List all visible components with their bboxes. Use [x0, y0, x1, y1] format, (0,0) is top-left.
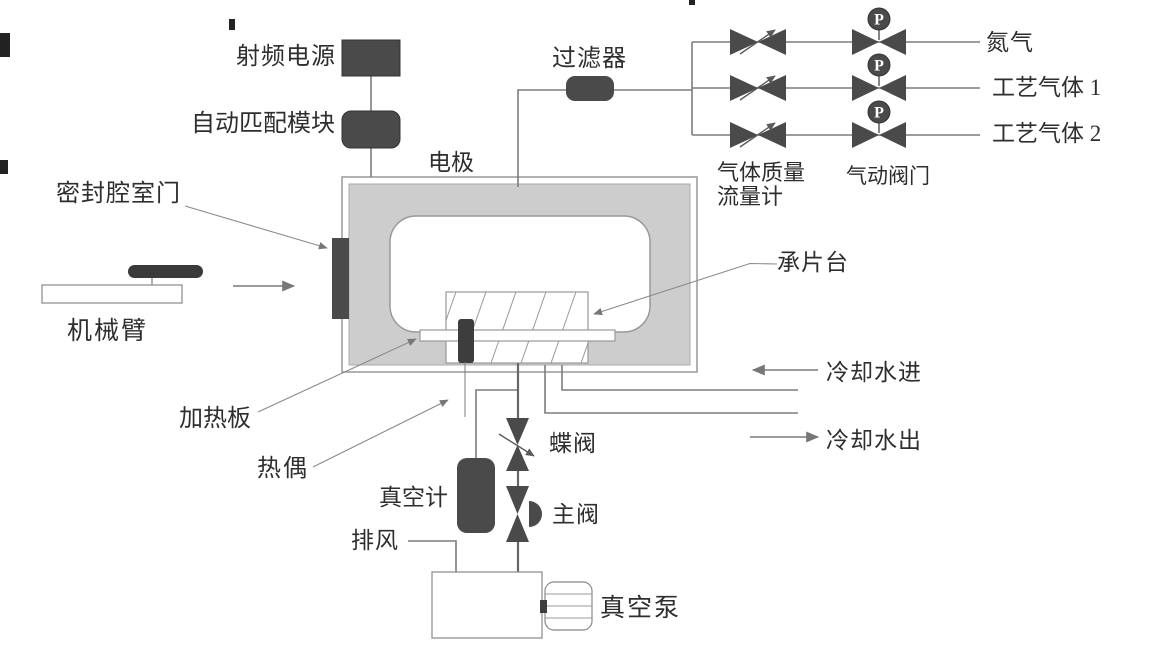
label-robot-arm: 机械臂 — [67, 318, 149, 345]
label-thermocouple: 热偶 — [257, 456, 309, 482]
actuator-letter-2: P — [874, 58, 884, 75]
gas-feed-line — [517, 89, 692, 187]
label-heating-plate: 加热板 — [179, 406, 251, 432]
actuator-circle-1 — [867, 7, 891, 31]
pneumatic-valve-2 — [852, 75, 906, 101]
heating-plate — [419, 329, 616, 342]
door-leader-arrow — [184, 205, 328, 250]
rf-power-box — [341, 39, 401, 77]
actuator-circle-3 — [867, 100, 891, 124]
thermocouple-leader-arrow — [312, 399, 449, 468]
thermocouple-plug — [458, 319, 474, 363]
butterfly-valve-arrow — [498, 433, 535, 457]
label-nitrogen: 氮气 — [986, 30, 1034, 55]
actuator-circle-2 — [867, 53, 891, 77]
label-butterfly-valve: 蝶阀 — [549, 431, 597, 456]
main-valve — [506, 486, 542, 542]
label-wafer-stage: 承片台 — [777, 250, 849, 275]
label-mass-flow-meter-line2: 流量计 — [717, 184, 784, 210]
pneumatic-valve-1 — [852, 29, 906, 55]
flow-arrows — [233, 280, 820, 443]
label-process-gas-2: 工艺气体 2 — [992, 121, 1102, 146]
leader-arrows — [184, 205, 778, 468]
actuator-letter-1: P — [874, 12, 884, 29]
label-vacuum-gauge: 真空计 — [379, 485, 448, 510]
heater-leader-arrow — [257, 338, 417, 413]
label-cooling-water-out: 冷却水出 — [826, 428, 922, 453]
cooling-out-line — [544, 365, 798, 414]
wafer-disc — [128, 265, 203, 278]
label-matching-module: 自动匹配模块 — [191, 111, 335, 137]
label-cooling-water-in: 冷却水进 — [826, 360, 922, 385]
label-vacuum-pump: 真空泵 — [600, 595, 682, 622]
pump-motor-fins — [545, 593, 592, 619]
matching-module-box — [341, 110, 401, 149]
label-mass-flow-meter-line1: 气体质量 — [717, 160, 806, 185]
pump-coupling — [540, 600, 547, 613]
label-process-gas-1: 工艺气体 1 — [992, 75, 1102, 100]
pneumatic-valve-3 — [852, 122, 906, 148]
mfc-adjust-arrows — [739, 29, 776, 148]
label-main-valve: 主阀 — [552, 502, 600, 527]
label-rf-power: 射频电源 — [236, 44, 336, 70]
process-lines — [151, 41, 980, 572]
stage-leader-arrow — [593, 262, 778, 316]
gauge-branch-line — [475, 389, 517, 459]
label-pneumatic-valve: 气动阀门 — [846, 164, 930, 188]
label-exhaust: 排风 — [351, 528, 399, 553]
scan-artifacts — [0, 0, 695, 174]
robot-arm — [41, 284, 183, 304]
label-mass-flow-meter: 气体质量 流量计 — [717, 160, 806, 210]
filter-box — [566, 76, 614, 101]
label-filter: 过滤器 — [552, 46, 627, 72]
pneumatic-valves — [852, 29, 906, 148]
butterfly-valve — [506, 418, 529, 471]
exhaust-line — [408, 540, 457, 572]
actuator-letter-3: P — [874, 105, 884, 122]
vacuum-pump-body — [431, 571, 543, 639]
label-electrode: 电极 — [428, 150, 474, 175]
main-valve-actuator — [529, 501, 542, 527]
pressure-actuators: P P P — [867, 7, 891, 124]
label-chamber-door: 密封腔室门 — [56, 181, 181, 207]
cooling-in-line — [561, 365, 798, 391]
vacuum-gauge-body — [457, 458, 495, 533]
chamber-door — [332, 238, 349, 319]
